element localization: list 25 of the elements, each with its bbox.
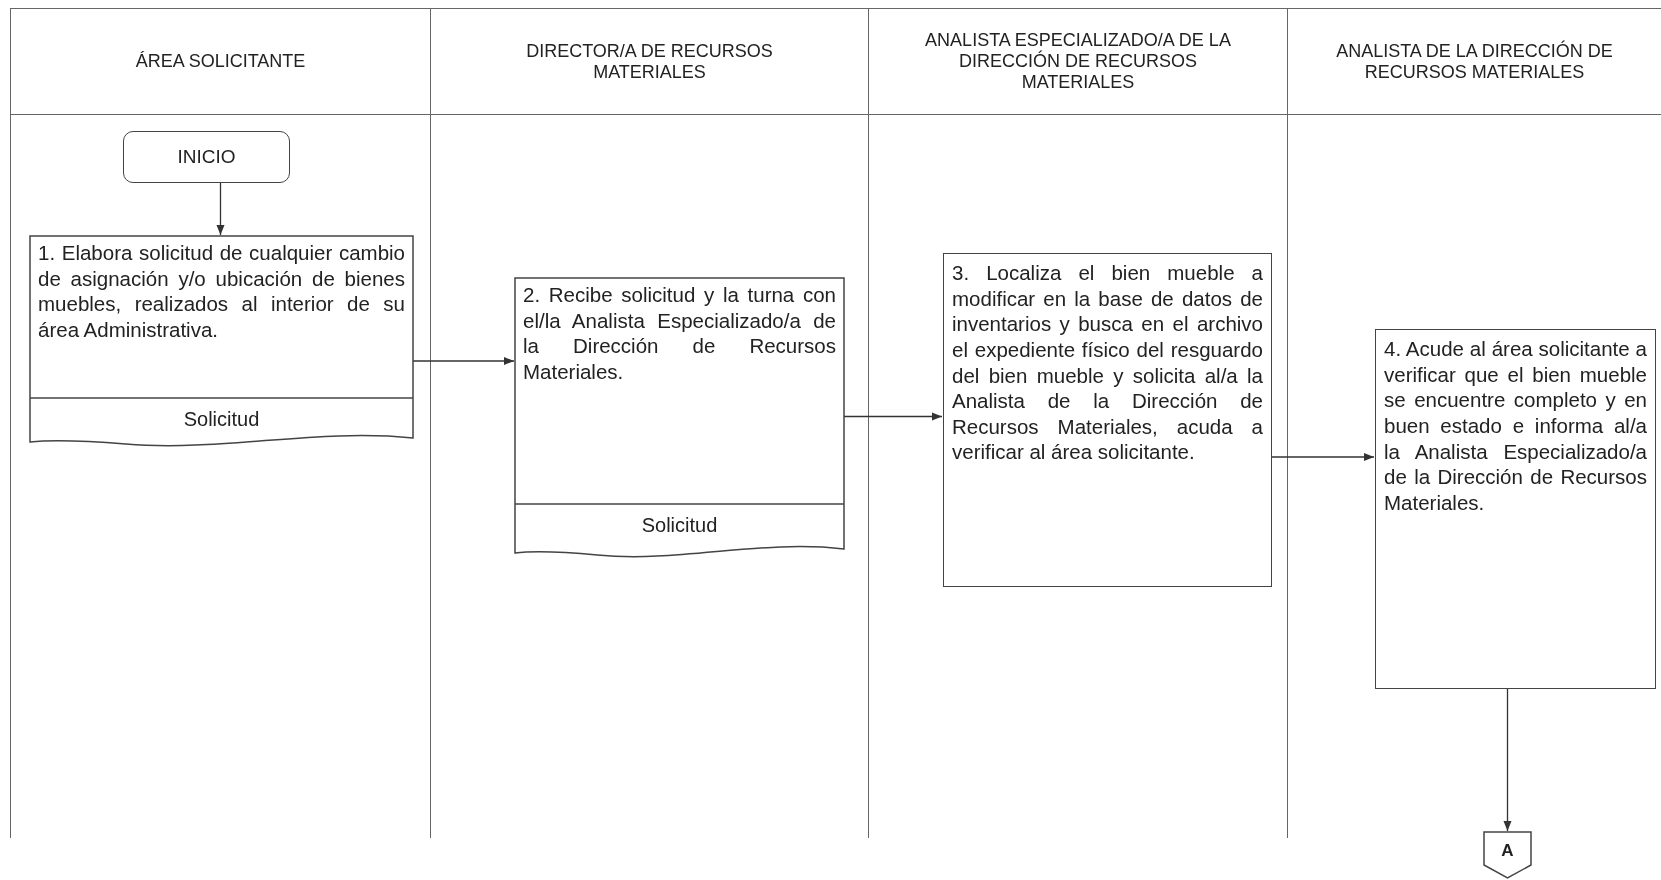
lane-header: ÁREA SOLICITANTE bbox=[135, 51, 306, 72]
step-text: 4. Acude al área solicitante a verificar que el bien mueble se encuentre completo y en buen estado e informa al/a la Analista Especializado/a de la Dirección de Recursos Materiales. bbox=[1384, 336, 1647, 516]
off-page-connector bbox=[1483, 831, 1532, 879]
start-terminal bbox=[123, 131, 290, 183]
process-box bbox=[943, 253, 1272, 587]
process-box bbox=[1375, 329, 1656, 689]
arrow bbox=[1270, 452, 1375, 462]
document-label: Solicitud bbox=[182, 407, 261, 431]
swimlane bbox=[430, 8, 868, 838]
document-label: Solicitud bbox=[640, 513, 719, 537]
lane-header: ANALISTA DE LA DIRECCIÓN DE RECURSOS MATERIALES bbox=[1335, 40, 1614, 83]
lane-header: DIRECTOR/A DE RECURSOS MATERIALES bbox=[525, 40, 774, 83]
step-text: 1. Elabora solicitud de cualquier cambio de asignación y/o ubicación de bienes muebles, realizados al interior de su área Administrativa. bbox=[37, 240, 406, 343]
document-box bbox=[30, 236, 413, 446]
step-text: 2. Recibe solicitud y la turna con el/la Analista Especializado/a de la Dirección de Recursos Materiales. bbox=[522, 282, 837, 385]
swimlane bbox=[10, 8, 430, 838]
terminal-label: INICIO bbox=[177, 146, 236, 168]
swimlane bbox=[868, 8, 1287, 838]
arrow bbox=[216, 181, 225, 236]
document-box bbox=[515, 278, 844, 557]
arrow bbox=[1503, 687, 1512, 832]
step-text: 3. Localiza el bien mueble a modificar en la base de datos de inventarios y busca en el archivo el expediente físico del resguardo del bien mueble y solicita al/a la Analista de la Dirección de Recursos Materiales, acuda a verificar al área solicitante. bbox=[952, 260, 1263, 465]
swimlane bbox=[1287, 8, 1661, 838]
connector-label: A bbox=[1500, 841, 1515, 861]
lane-header: ANALISTA ESPECIALIZADO/A DE LA DIRECCIÓN DE RECURSOS MATERIALES bbox=[924, 30, 1232, 93]
